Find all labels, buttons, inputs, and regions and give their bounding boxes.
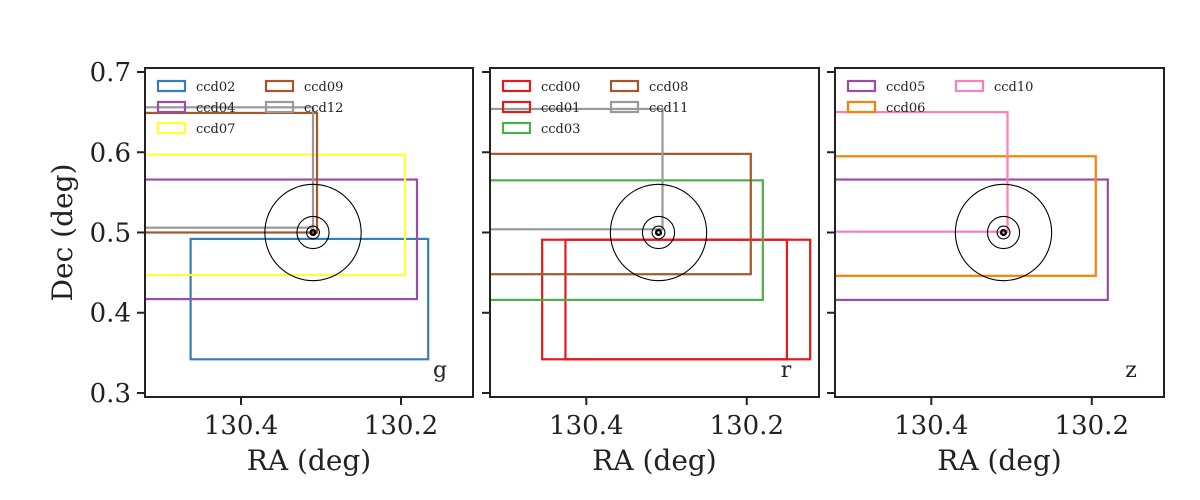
x-tick-label: 130.2 — [710, 411, 784, 441]
legend-item-ccd12: ccd12 — [264, 100, 343, 116]
x-tick-label: 130.4 — [204, 411, 278, 441]
legend-label: ccd03 — [541, 122, 580, 137]
legend-item-ccd10: ccd10 — [954, 79, 1033, 95]
legend-swatch — [954, 79, 985, 93]
legend-label: ccd01 — [541, 101, 580, 116]
x-axis-label: RA (deg) — [247, 444, 371, 477]
panel-z: 130.4 130.2RA (deg) z ccd05 ccd06 ccd10 — [827, 67, 1165, 477]
legend-item-ccd04: ccd04 — [156, 100, 235, 116]
legend-swatch — [501, 100, 532, 114]
legend-swatch — [264, 79, 295, 93]
legend-swatch — [501, 79, 532, 93]
legend-swatch — [156, 121, 187, 135]
legend-label: ccd12 — [304, 101, 343, 116]
x-tick-label: 130.2 — [364, 411, 438, 441]
legend-item-ccd02: ccd02 — [156, 79, 235, 95]
target-circle — [264, 183, 362, 282]
target-circle — [609, 183, 708, 282]
target-circle — [641, 215, 676, 250]
footprint-ccd08 — [490, 152, 752, 276]
target-circle — [296, 215, 330, 250]
y-tick-label: 0.7 — [90, 58, 131, 88]
legend-swatch — [609, 79, 640, 93]
legend-label: ccd10 — [994, 80, 1033, 95]
footprint-ccd07 — [145, 153, 407, 277]
footprint-ccd11 — [490, 107, 664, 231]
footprint-ccd12 — [145, 106, 315, 229]
footprint-ccd04 — [145, 178, 419, 301]
legend-label: ccd00 — [541, 80, 580, 95]
legend-item-ccd05: ccd05 — [846, 79, 925, 95]
legend-item-ccd01: ccd01 — [501, 100, 580, 116]
legend-label: ccd04 — [196, 101, 235, 116]
legend-label: ccd11 — [649, 101, 688, 116]
legend: ccd05 ccd06 ccd10 — [846, 79, 1033, 116]
band-label: r — [781, 358, 792, 383]
legend-item-ccd11: ccd11 — [609, 100, 688, 116]
legend-item-ccd06: ccd06 — [846, 100, 925, 116]
plot-area — [490, 107, 812, 361]
legend-swatch — [846, 79, 877, 93]
x-tick-label: 130.4 — [549, 411, 623, 441]
y-tick-label: 0.4 — [90, 299, 131, 329]
plot-area — [145, 106, 430, 361]
legend-swatch — [264, 100, 295, 114]
x-axis-label: RA (deg) — [937, 444, 1061, 477]
footprint-ccd10 — [835, 111, 1009, 233]
legend: ccd00 ccd01 ccd03 ccd08 ccd11 — [501, 79, 688, 137]
legend-label: ccd08 — [649, 80, 688, 95]
legend: ccd02 ccd04 ccd07 ccd09 ccd12 — [156, 79, 343, 137]
x-tick-label: 130.2 — [1055, 411, 1129, 441]
legend-label: ccd06 — [886, 101, 925, 116]
y-tick-label: 0.6 — [90, 138, 131, 168]
legend-item-ccd03: ccd03 — [501, 121, 580, 137]
target-circle — [654, 228, 663, 237]
plot-area — [835, 111, 1109, 302]
target-circle — [996, 225, 1011, 240]
target-circle — [651, 225, 666, 240]
footprint-ccd09 — [145, 111, 319, 234]
legend-item-ccd09: ccd09 — [264, 79, 343, 95]
y-tick-label: 0.5 — [90, 219, 131, 249]
plot-frame — [489, 67, 820, 398]
footprint-ccd05 — [835, 178, 1109, 302]
target-circle — [999, 228, 1008, 237]
x-tick-label: 130.4 — [894, 411, 968, 441]
band-label: z — [1125, 358, 1137, 383]
legend-swatch — [156, 100, 187, 114]
legend-label: ccd02 — [196, 80, 235, 95]
legend-label: ccd05 — [886, 80, 925, 95]
x-axis-label: RA (deg) — [592, 444, 716, 477]
legend-swatch — [156, 79, 187, 93]
legend-item-ccd07: ccd07 — [156, 121, 235, 137]
footprint-ccd03 — [490, 179, 764, 302]
legend-swatch — [501, 121, 532, 135]
footprint-ccd06 — [835, 155, 1097, 277]
target-circle — [306, 225, 320, 240]
legend-swatch — [846, 100, 877, 114]
legend-label: ccd07 — [196, 122, 235, 137]
legend-label: ccd09 — [304, 80, 343, 95]
band-label: g — [433, 358, 447, 383]
legend-swatch — [609, 100, 640, 114]
target-circle — [986, 215, 1021, 250]
y-axis-label: Dec (deg) — [46, 164, 79, 302]
y-tick-label: 0.3 — [90, 379, 131, 409]
legend-item-ccd00: ccd00 — [501, 79, 580, 95]
target-circle — [954, 183, 1053, 282]
legend-item-ccd08: ccd08 — [609, 79, 688, 95]
target-circle — [309, 228, 317, 237]
